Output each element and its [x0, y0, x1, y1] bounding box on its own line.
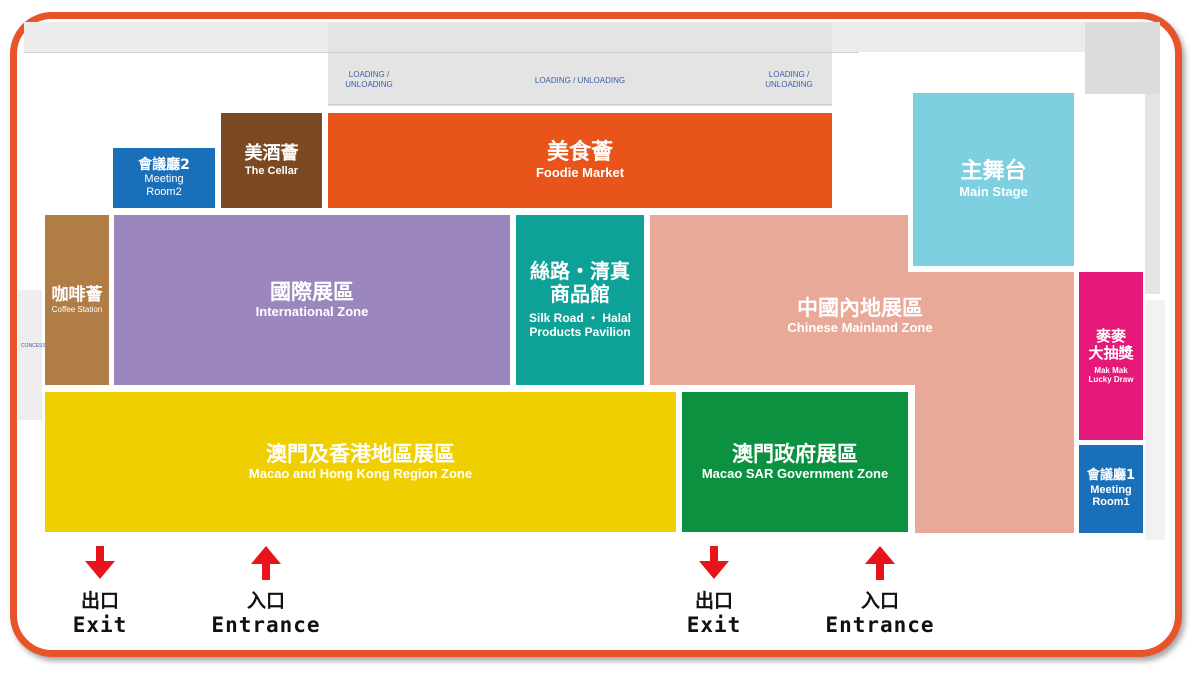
zone-name-zh: 麥麥大抽獎	[1088, 327, 1134, 363]
zone-name-zh: 會議廳1	[1086, 467, 1136, 483]
macao-hk-region-zone[interactable]: 澳門及香港地區展區 Macao and Hong Kong Region Zon…	[45, 392, 676, 532]
zone-name-en: Macao and Hong Kong Region Zone	[248, 465, 473, 481]
zone-name-zh: 會議廳2	[138, 157, 190, 174]
zone-name-zh: 澳門及香港地區展區	[266, 442, 455, 467]
east-corridor	[1145, 300, 1165, 540]
chinese-mainland-zone: 中國內地展區 Chinese Mainland Zone	[700, 288, 1020, 344]
west-corridor	[18, 290, 42, 420]
zone-name-zh: 澳門政府展區	[732, 442, 858, 467]
international-zone[interactable]: 國際展區 International Zone	[114, 215, 510, 385]
zone-name-en: Chinese Mainland Zone	[787, 319, 933, 335]
macao-government-zone[interactable]: 澳門政府展區 Macao SAR Government Zone	[682, 392, 908, 532]
east-corridor	[1145, 94, 1160, 294]
loading-dock-area	[328, 22, 832, 106]
coffee-station-zone[interactable]: 咖啡薈 Coffee Station	[45, 215, 109, 385]
exit-arrow-icon	[85, 546, 115, 580]
entrance-arrow-icon	[251, 546, 281, 580]
dock-label: LOADING / UNLOADING	[534, 76, 626, 85]
chinese-mainland-zone-part[interactable]	[650, 215, 908, 385]
wall-line	[328, 104, 832, 105]
main-stage-zone[interactable]: 主舞台 Main Stage	[913, 93, 1074, 266]
zone-name-en: The Cellar	[244, 164, 299, 177]
chinese-mainland-zone-part[interactable]	[915, 385, 1074, 533]
zone-name-zh: 中國內地展區	[797, 296, 923, 321]
zone-name-zh: 美酒薈	[244, 142, 299, 164]
zone-name-en: Main Stage	[959, 183, 1028, 199]
zone-name-en: Macao SAR Government Zone	[701, 465, 889, 481]
concession-label: CONCESSION	[21, 343, 55, 349]
zone-name-en: Coffee Station	[51, 305, 103, 315]
zone-name-en: International Zone	[255, 303, 369, 319]
zone-name-zh: 主舞台	[960, 159, 1027, 185]
cellar-zone[interactable]: 美酒薈 The Cellar	[221, 113, 322, 208]
chinese-mainland-zone-part[interactable]	[908, 272, 1074, 385]
zone-name-en: Foodie Market	[535, 164, 625, 180]
dock-label: LOADING /UNLOADING	[765, 70, 813, 89]
zone-name-zh: 美食薈	[546, 140, 613, 166]
foodie-market-zone[interactable]: 美食薈 Foodie Market	[328, 113, 832, 208]
zone-name-zh: 絲路・清真商品館	[530, 259, 630, 307]
entrance-arrow-icon	[865, 546, 895, 580]
service-core	[1085, 22, 1160, 94]
exit-arrow-icon	[699, 546, 729, 580]
zone-name-zh: 國際展區	[270, 280, 354, 305]
dock-label: LOADING /UNLOADING	[345, 70, 393, 89]
wall-line	[24, 52, 859, 53]
zone-name-zh: 咖啡薈	[51, 284, 103, 305]
